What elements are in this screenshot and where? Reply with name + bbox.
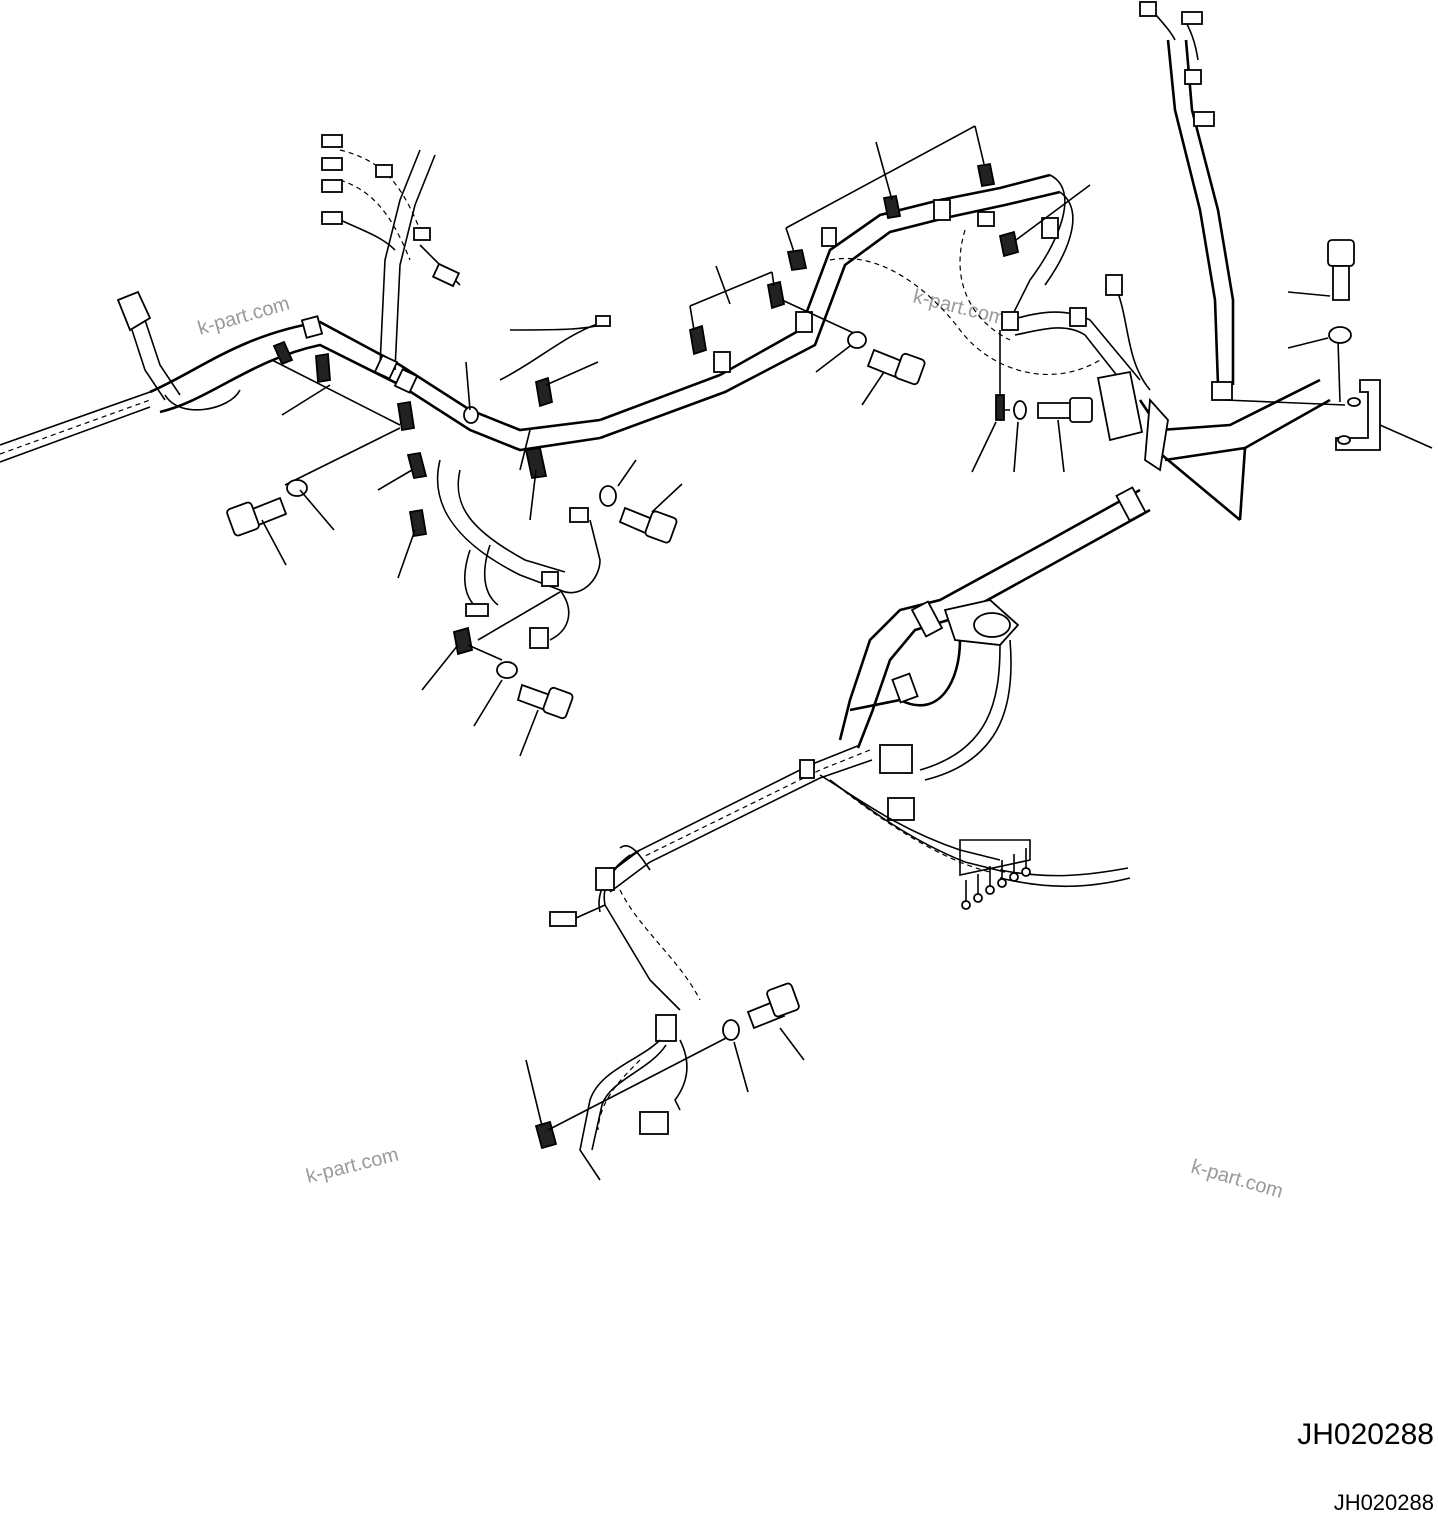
connector-7 bbox=[465, 603, 489, 617]
clip-6 bbox=[541, 571, 559, 587]
clip-15 bbox=[1115, 486, 1147, 522]
left-harness bbox=[0, 134, 683, 757]
connector-13 bbox=[1139, 1, 1157, 17]
drawing-number: JH020288 bbox=[1297, 1418, 1434, 1451]
clamp-plate-12 bbox=[998, 230, 1020, 258]
connector-12 bbox=[977, 211, 995, 227]
connector-20 bbox=[549, 911, 577, 927]
bolt-7 bbox=[746, 982, 800, 1030]
clip-16 bbox=[910, 600, 944, 638]
ring-hole bbox=[973, 612, 1011, 638]
connector-14 bbox=[1181, 11, 1203, 25]
mounting-bracket bbox=[1335, 379, 1381, 451]
washer-8 bbox=[722, 1019, 740, 1041]
connector-6 bbox=[116, 290, 152, 332]
connector-18 bbox=[887, 797, 915, 821]
clip-8 bbox=[1069, 307, 1087, 327]
clip-10 bbox=[821, 227, 837, 247]
clamp-plate-1 bbox=[272, 340, 294, 366]
clamp-plate-14 bbox=[534, 1120, 558, 1150]
bolt-5 bbox=[1327, 239, 1355, 301]
clip-3 bbox=[300, 315, 324, 339]
connector-5 bbox=[431, 262, 461, 288]
clip-14 bbox=[1211, 381, 1233, 401]
connector-11 bbox=[1105, 274, 1123, 296]
washer-4 bbox=[496, 661, 518, 679]
washer-5 bbox=[847, 331, 867, 349]
clip-11 bbox=[795, 311, 813, 333]
connector-22 bbox=[639, 1111, 669, 1135]
clamp-plate-8 bbox=[766, 280, 786, 310]
washer-3 bbox=[599, 485, 617, 507]
bolt-4 bbox=[866, 348, 926, 386]
drawing-number-footer: JH020288 bbox=[1333, 1490, 1434, 1515]
connector-9 bbox=[595, 315, 611, 327]
bracket-hole-2 bbox=[1337, 435, 1351, 445]
connector-8 bbox=[529, 627, 549, 649]
connector-19 bbox=[595, 867, 615, 891]
clamp-plate-13 bbox=[995, 394, 1005, 421]
bolt-1 bbox=[226, 496, 288, 537]
connector-21 bbox=[655, 1014, 677, 1042]
clamp-plate-11 bbox=[976, 162, 996, 188]
clip-18 bbox=[799, 759, 815, 779]
clamp-plate-3 bbox=[396, 400, 416, 432]
connector-block bbox=[1096, 370, 1144, 442]
connector-16 bbox=[1193, 111, 1215, 127]
bracket-2 bbox=[534, 376, 554, 408]
clip-17 bbox=[891, 672, 919, 704]
washer-6 bbox=[1328, 326, 1352, 344]
clamp-plate-5 bbox=[408, 508, 428, 538]
connector-2 bbox=[321, 157, 343, 171]
clip-9 bbox=[933, 199, 951, 221]
clip-2 bbox=[413, 227, 431, 241]
center-harness bbox=[599, 125, 1151, 440]
washer-2 bbox=[463, 406, 479, 424]
clamp-plate-4 bbox=[406, 451, 428, 480]
clip-13 bbox=[1041, 217, 1059, 239]
watermark-4: k-part.com bbox=[1189, 1156, 1286, 1203]
bracket-hole-1 bbox=[1347, 397, 1361, 407]
clamp-plate-9 bbox=[786, 248, 808, 272]
connector-15 bbox=[1184, 69, 1202, 85]
connector-10 bbox=[569, 507, 589, 523]
lower-harness bbox=[525, 486, 1151, 1181]
clamp-plate-7 bbox=[688, 324, 708, 356]
bracket-1 bbox=[524, 446, 548, 480]
clamp-plate-2 bbox=[315, 352, 331, 384]
bolt-3 bbox=[516, 683, 574, 720]
clamp-plate-6 bbox=[452, 626, 474, 656]
clip-4 bbox=[373, 354, 399, 380]
terminal-cluster bbox=[959, 839, 1031, 910]
bolt-2 bbox=[618, 506, 678, 544]
clip-1 bbox=[375, 164, 393, 178]
bolt-6 bbox=[1037, 397, 1093, 423]
tube-collar bbox=[1144, 397, 1169, 472]
watermark-3: k-part.com bbox=[304, 1144, 401, 1188]
connector-1 bbox=[321, 134, 343, 148]
clamp-plate-10 bbox=[882, 194, 902, 220]
right-junction bbox=[971, 1, 1433, 521]
connector-4 bbox=[321, 211, 343, 225]
clip-12 bbox=[713, 351, 731, 373]
clip-7 bbox=[1001, 311, 1019, 331]
washer-7 bbox=[1013, 400, 1027, 420]
clip-5 bbox=[393, 368, 419, 394]
connector-17 bbox=[879, 744, 913, 774]
connector-3 bbox=[321, 179, 343, 193]
